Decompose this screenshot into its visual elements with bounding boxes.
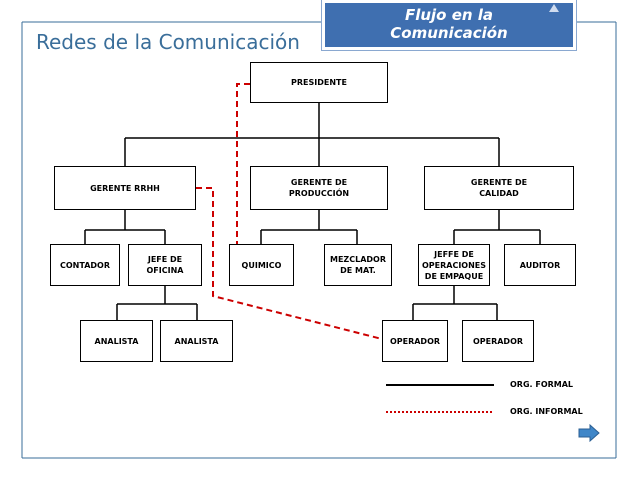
node-analista: ANALISTA bbox=[80, 320, 153, 362]
node-contador: CONTADOR bbox=[50, 244, 120, 286]
slide-frame bbox=[21, 21, 617, 459]
node-operador: OPERADOR bbox=[382, 320, 448, 362]
node-presidente: PRESIDENTE bbox=[250, 62, 388, 103]
arrow-right-icon[interactable] bbox=[578, 424, 600, 442]
node-jefe-operaciones: JEFFE DE OPERACIONES DE EMPAQUE bbox=[418, 244, 490, 286]
node-gerente-calidad: GERENTE DE CALIDAD bbox=[424, 166, 574, 210]
page-title: Redes de la Comunicación bbox=[36, 30, 300, 54]
banner-line-1: Flujo en la bbox=[404, 6, 494, 24]
informal-connectors bbox=[196, 83, 383, 340]
triangle-up-icon[interactable] bbox=[549, 4, 559, 12]
node-gerente-produccion: GERENTE DE PRODUCCIÓN bbox=[250, 166, 388, 210]
node-mezclador: MEZCLADOR DE MAT. bbox=[324, 244, 392, 286]
flow-banner: Flujo en la Comunicación bbox=[322, 0, 576, 50]
informal-path-presidente-quimico bbox=[236, 83, 250, 244]
node-operador: OPERADOR bbox=[462, 320, 534, 362]
formal-connectors bbox=[84, 103, 541, 320]
legend-formal-label: ORG. FORMAL bbox=[510, 380, 574, 389]
node-quimico: QUIMICO bbox=[229, 244, 294, 286]
legend-informal-label: ORG. INFORMAL bbox=[510, 407, 583, 416]
node-jefe-oficina: JEFE DE OFICINA bbox=[128, 244, 202, 286]
node-analista: ANALISTA bbox=[160, 320, 233, 362]
informal-path-rrhh-operador bbox=[196, 187, 383, 340]
node-auditor: AUDITOR bbox=[504, 244, 576, 286]
node-gerente-rrhh: GERENTE RRHH bbox=[54, 166, 196, 210]
banner-line-2: Comunicación bbox=[390, 24, 508, 42]
